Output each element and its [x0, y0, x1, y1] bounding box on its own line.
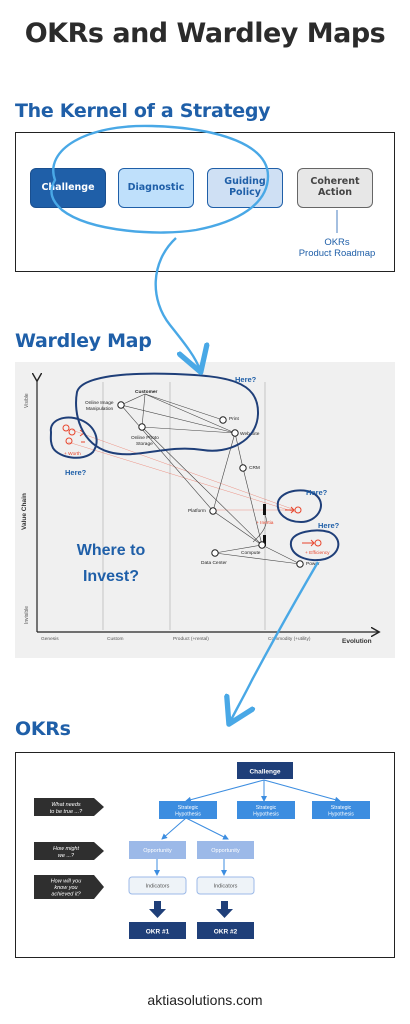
arrow-down-icon: [149, 901, 166, 918]
wardley-map: Visible Invisible Value Chain Evolution …: [21, 372, 395, 645]
wardley-section-title: Wardley Map: [15, 330, 152, 352]
opportunity-box: [197, 841, 254, 859]
coherent-label-line2: Action: [317, 187, 353, 198]
curved-arrow-icon: [230, 561, 320, 722]
node-power: Power: [306, 561, 320, 567]
indicators-box: [128, 876, 187, 895]
hypothesis-1-line1: Strategic: [178, 805, 199, 811]
question-3-line1: How will you: [51, 879, 82, 885]
okr-panel: Challenge Strategic Hypothesis Strategic…: [15, 752, 395, 958]
okr2-box: [197, 922, 254, 939]
guiding-label-line1: Guiding: [224, 176, 266, 188]
y-top-label: Visible: [24, 393, 30, 408]
question-2-line1: How might: [53, 846, 79, 852]
question-3-line3: achieved it?: [51, 892, 81, 898]
okr-note-line2: Product Roadmap: [298, 248, 376, 260]
invest-line2: Invest?: [83, 568, 139, 585]
wardley-panel: Visible Invisible Value Chain Evolution …: [15, 362, 395, 658]
here-label-1: Here?: [235, 375, 257, 384]
opportunity-2-label: Opportunity: [211, 848, 240, 854]
diagnostic-box: Diagnostic: [118, 168, 194, 208]
node-print: Print: [229, 416, 240, 422]
okr-challenge-label: Challenge: [249, 769, 280, 776]
stage-label-genesis: Genesis: [41, 636, 59, 642]
kernel-connector: [336, 210, 338, 233]
y-axis-label: Value Chain: [21, 493, 28, 530]
invest-line1: Where to: [77, 542, 146, 559]
hypothesis-box: [237, 801, 295, 819]
node-online-image-1: Online Image: [85, 400, 114, 406]
stage-label-custom: Custom: [107, 636, 124, 642]
node-customer: Customer: [135, 389, 158, 395]
opportunity-1-label: Opportunity: [143, 848, 172, 854]
red-markers: [62, 424, 322, 547]
here-label-3: Here?: [306, 488, 328, 497]
hypothesis-1-line2: Hypothesis: [175, 812, 201, 818]
hypothesis-2-line1: Strategic: [256, 805, 277, 811]
focus-outlines: [49, 372, 340, 561]
movement-lines: [67, 429, 296, 513]
okr-tree: Challenge Strategic Hypothesis Strategic…: [34, 762, 370, 939]
node-crm: CRM: [249, 465, 260, 471]
stage-label-commodity: Commodity (+utility): [268, 636, 311, 642]
question-arrow: [34, 875, 104, 899]
okrs-section-title: OKRs: [15, 718, 71, 740]
map-nodes: [117, 401, 304, 568]
value-chain-links: [120, 393, 301, 565]
x-axis-label: Evolution: [342, 638, 372, 645]
question-3-line2: know you: [54, 885, 77, 891]
hypothesis-3-line1: Strategic: [331, 805, 352, 811]
diagnostic-label: Diagnostic: [127, 181, 185, 193]
y-bottom-label: Invisible: [24, 606, 30, 624]
inertia-marker: [263, 504, 266, 515]
hypothesis-2-line2: Hypothesis: [253, 812, 279, 818]
arrow-down-icon: [216, 901, 233, 918]
inertia-marker: [263, 535, 266, 546]
question-arrow: [34, 798, 104, 816]
indicators-1-label: Indicators: [146, 884, 170, 890]
challenge-box: Challenge: [30, 168, 106, 208]
indicators-2-label: Indicators: [214, 884, 238, 890]
okr-note-line1: OKRs: [324, 237, 350, 248]
here-label-4: Here?: [318, 521, 340, 530]
question-arrow: [34, 842, 104, 860]
question-1-line2: to be true ...?: [50, 809, 83, 815]
node-data-center: Data Center: [201, 560, 227, 566]
okr-note: OKRs Product Roadmap: [280, 237, 394, 260]
page-title: OKRs and Wardley Maps: [24, 18, 386, 49]
indicators-box: [196, 876, 255, 895]
node-online-image-2: Manipulation: [86, 406, 114, 412]
curved-arrow-icon: [154, 237, 200, 370]
opportunity-box: [129, 841, 186, 859]
hypothesis-box: [312, 801, 370, 819]
node-compute: Compute: [241, 550, 261, 556]
footer-url: aktiasolutions.com: [147, 992, 263, 1008]
question-2-line2: we ...?: [58, 853, 75, 859]
okr1-box: [129, 922, 186, 939]
stage-label-product: Product (+rental): [173, 636, 209, 642]
tag-efficiency: + Efficiency: [305, 550, 330, 556]
guiding-label-line2: Policy: [229, 187, 261, 198]
question-1-line1: What needs: [51, 802, 81, 808]
node-platform: Platform: [188, 508, 206, 514]
node-online-photo-1: Online Photo: [131, 435, 159, 441]
node-online-photo-2: Storage: [136, 441, 153, 447]
tag-worth: + Worth: [64, 451, 81, 457]
challenge-label: Challenge: [41, 181, 95, 193]
tag-inertia: + Inertia: [256, 520, 274, 526]
here-label-2: Here?: [65, 468, 87, 477]
okr1-label: OKR #1: [146, 929, 170, 936]
okr-challenge-box: [237, 762, 293, 779]
kernel-section-title: The Kernel of a Strategy: [15, 100, 271, 122]
coherent-label-line1: Coherent: [310, 176, 360, 188]
hypothesis-3-line2: Hypothesis: [328, 812, 354, 818]
okr2-label: OKR #2: [214, 929, 238, 936]
circle-annotation: [50, 124, 270, 234]
hypothesis-box: [159, 801, 217, 819]
